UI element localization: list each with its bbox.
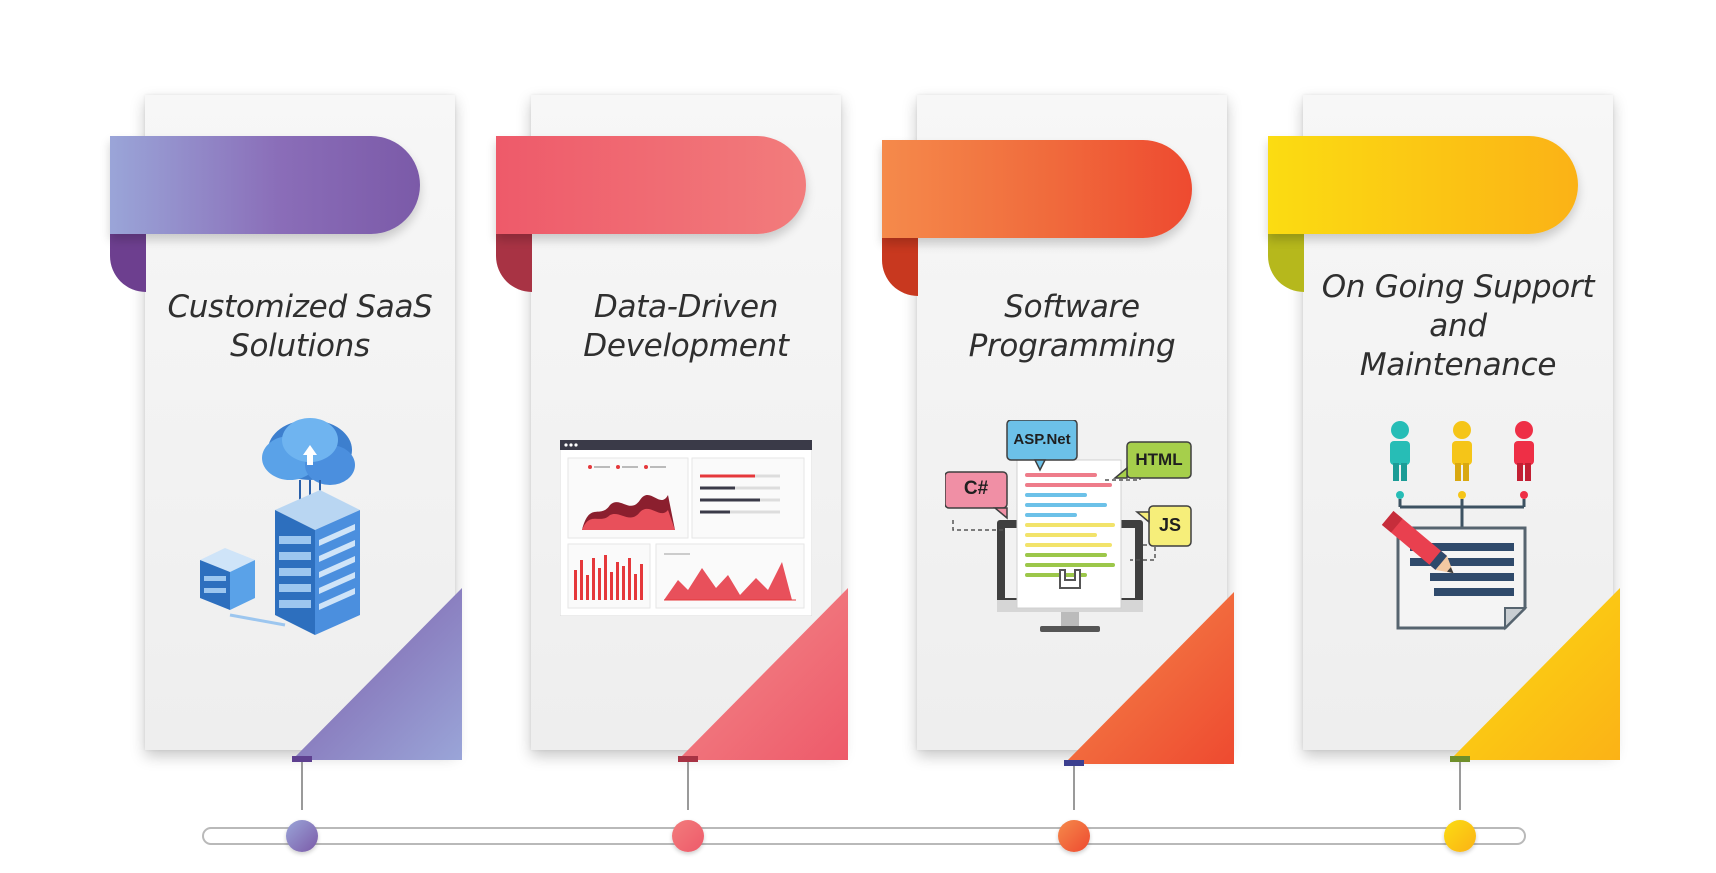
- person-icon-yellow: [1452, 421, 1472, 481]
- connector-cap-1: [292, 756, 312, 762]
- timeline-dot-3: [1058, 820, 1090, 852]
- timeline-track: [202, 827, 1526, 845]
- analytics-dashboard-icon: [560, 440, 812, 616]
- support-team-document-icon: [1381, 421, 1534, 631]
- timeline-dot-1: [286, 820, 318, 852]
- ribbon-2: [496, 136, 806, 234]
- connector-cap-4: [1450, 756, 1470, 762]
- server-tower-icon: [275, 490, 360, 635]
- connector-1: [301, 760, 303, 810]
- connector-cap-3: [1064, 760, 1084, 766]
- programming-monitor-icon: ASP.Net HTML C# JS: [945, 420, 1195, 645]
- ribbon-fold-3: [882, 238, 918, 296]
- connector-4: [1459, 760, 1461, 810]
- js-bubble-label: JS: [1158, 515, 1182, 535]
- connector-3: [1073, 764, 1075, 810]
- cloud-icon: [262, 418, 355, 505]
- step-title-2: Data-Driven Development: [583, 289, 789, 364]
- pencil-icon: [1381, 511, 1454, 574]
- ribbon-1: [110, 136, 420, 234]
- timeline-dot-4: [1444, 820, 1476, 852]
- ribbon-fold-4: [1268, 234, 1304, 292]
- ribbon-3: [882, 140, 1192, 238]
- timeline-dot-2: [672, 820, 704, 852]
- step-title-1: Customized SaaS Solutions: [167, 289, 433, 364]
- html-bubble-label: HTML: [1135, 450, 1183, 469]
- small-server-icon: [200, 548, 286, 627]
- cloud-server-icon: [200, 418, 360, 635]
- ribbon-4: [1268, 136, 1578, 234]
- aspnet-bubble-label: ASP.Net: [1013, 431, 1071, 448]
- connector-2: [687, 760, 689, 810]
- person-icon-red: [1514, 421, 1534, 481]
- csharp-bubble-label: C#: [963, 478, 989, 499]
- step-title-3: Software Programming: [968, 289, 1176, 364]
- step-title-4: On Going Support and Maintenance: [1321, 269, 1595, 383]
- monitor-icon: [945, 420, 1192, 632]
- connector-cap-2: [678, 756, 698, 762]
- person-icon-teal: [1390, 421, 1410, 481]
- ribbon-fold-1: [110, 234, 146, 292]
- ribbon-fold-2: [496, 234, 532, 292]
